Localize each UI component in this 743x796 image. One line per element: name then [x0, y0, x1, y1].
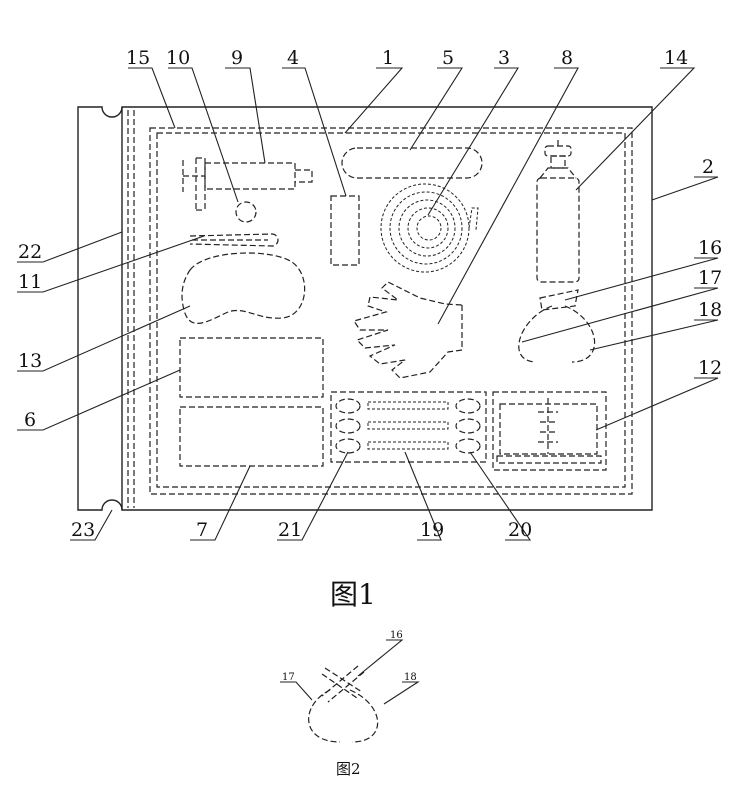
figure-2-caption: 图2 — [336, 760, 361, 778]
label-10: 10 — [166, 47, 190, 69]
inner-tray-outer — [149, 127, 633, 495]
capsule-icon — [341, 147, 483, 179]
label-15: 15 — [126, 47, 150, 69]
figure-1: 15 10 9 4 1 5 3 8 14 2 16 17 18 12 22 11… — [17, 47, 722, 611]
label-23: 23 — [71, 519, 95, 541]
label-16: 16 — [698, 237, 722, 259]
gauze-pack-7 — [179, 406, 324, 467]
label-13: 13 — [18, 350, 42, 372]
kit-bag-outline — [77, 106, 653, 511]
label-1: 1 — [382, 47, 394, 69]
reference-numerals: 15 10 9 4 1 5 3 8 14 2 16 17 18 12 22 11… — [18, 47, 722, 541]
device-box-icon — [492, 391, 607, 471]
loop-catheter-icon — [518, 289, 596, 363]
inner-tray-inner — [156, 132, 626, 488]
tweezers-icon — [189, 233, 279, 247]
label-9: 9 — [231, 47, 243, 69]
leader-lines — [17, 67, 719, 541]
swab-row-3 — [335, 438, 481, 454]
label-6: 6 — [24, 409, 36, 431]
label-19: 19 — [420, 519, 444, 541]
label-2: 2 — [702, 156, 714, 178]
kidney-dish-icon — [181, 252, 306, 324]
label-18: 18 — [698, 299, 722, 321]
label-11: 11 — [18, 271, 42, 293]
label-12: 12 — [698, 357, 722, 379]
loop-left-icon — [308, 689, 341, 743]
loop-right-icon — [349, 689, 379, 743]
loop-crossing-icon — [321, 665, 365, 703]
coiled-tube-icon — [380, 183, 479, 273]
label-3: 3 — [498, 47, 510, 69]
swab-row-2 — [335, 418, 481, 434]
swab-box-icon — [330, 391, 487, 463]
fig2-label-16: 16 — [390, 630, 403, 641]
gauze-pack-6 — [179, 337, 324, 398]
fig2-label-17: 17 — [282, 672, 295, 683]
fig2-label-18: 18 — [404, 672, 417, 683]
cap-icon — [235, 201, 257, 223]
label-5: 5 — [442, 47, 454, 69]
label-20: 20 — [508, 519, 532, 541]
figure-2: 16 17 18 图2 — [280, 630, 420, 778]
label-22: 22 — [18, 241, 42, 263]
swab-row-1 — [335, 398, 481, 414]
vial-icon — [330, 195, 360, 266]
syringe-icon — [182, 157, 313, 211]
label-8: 8 — [561, 47, 573, 69]
label-14: 14 — [664, 47, 688, 69]
label-21: 21 — [278, 519, 302, 541]
label-7: 7 — [196, 519, 208, 541]
label-17: 17 — [698, 267, 722, 289]
bottle-icon — [536, 140, 580, 283]
figure-1-caption: 图1 — [330, 578, 376, 611]
label-4: 4 — [287, 47, 299, 69]
glove-icon — [353, 281, 463, 379]
